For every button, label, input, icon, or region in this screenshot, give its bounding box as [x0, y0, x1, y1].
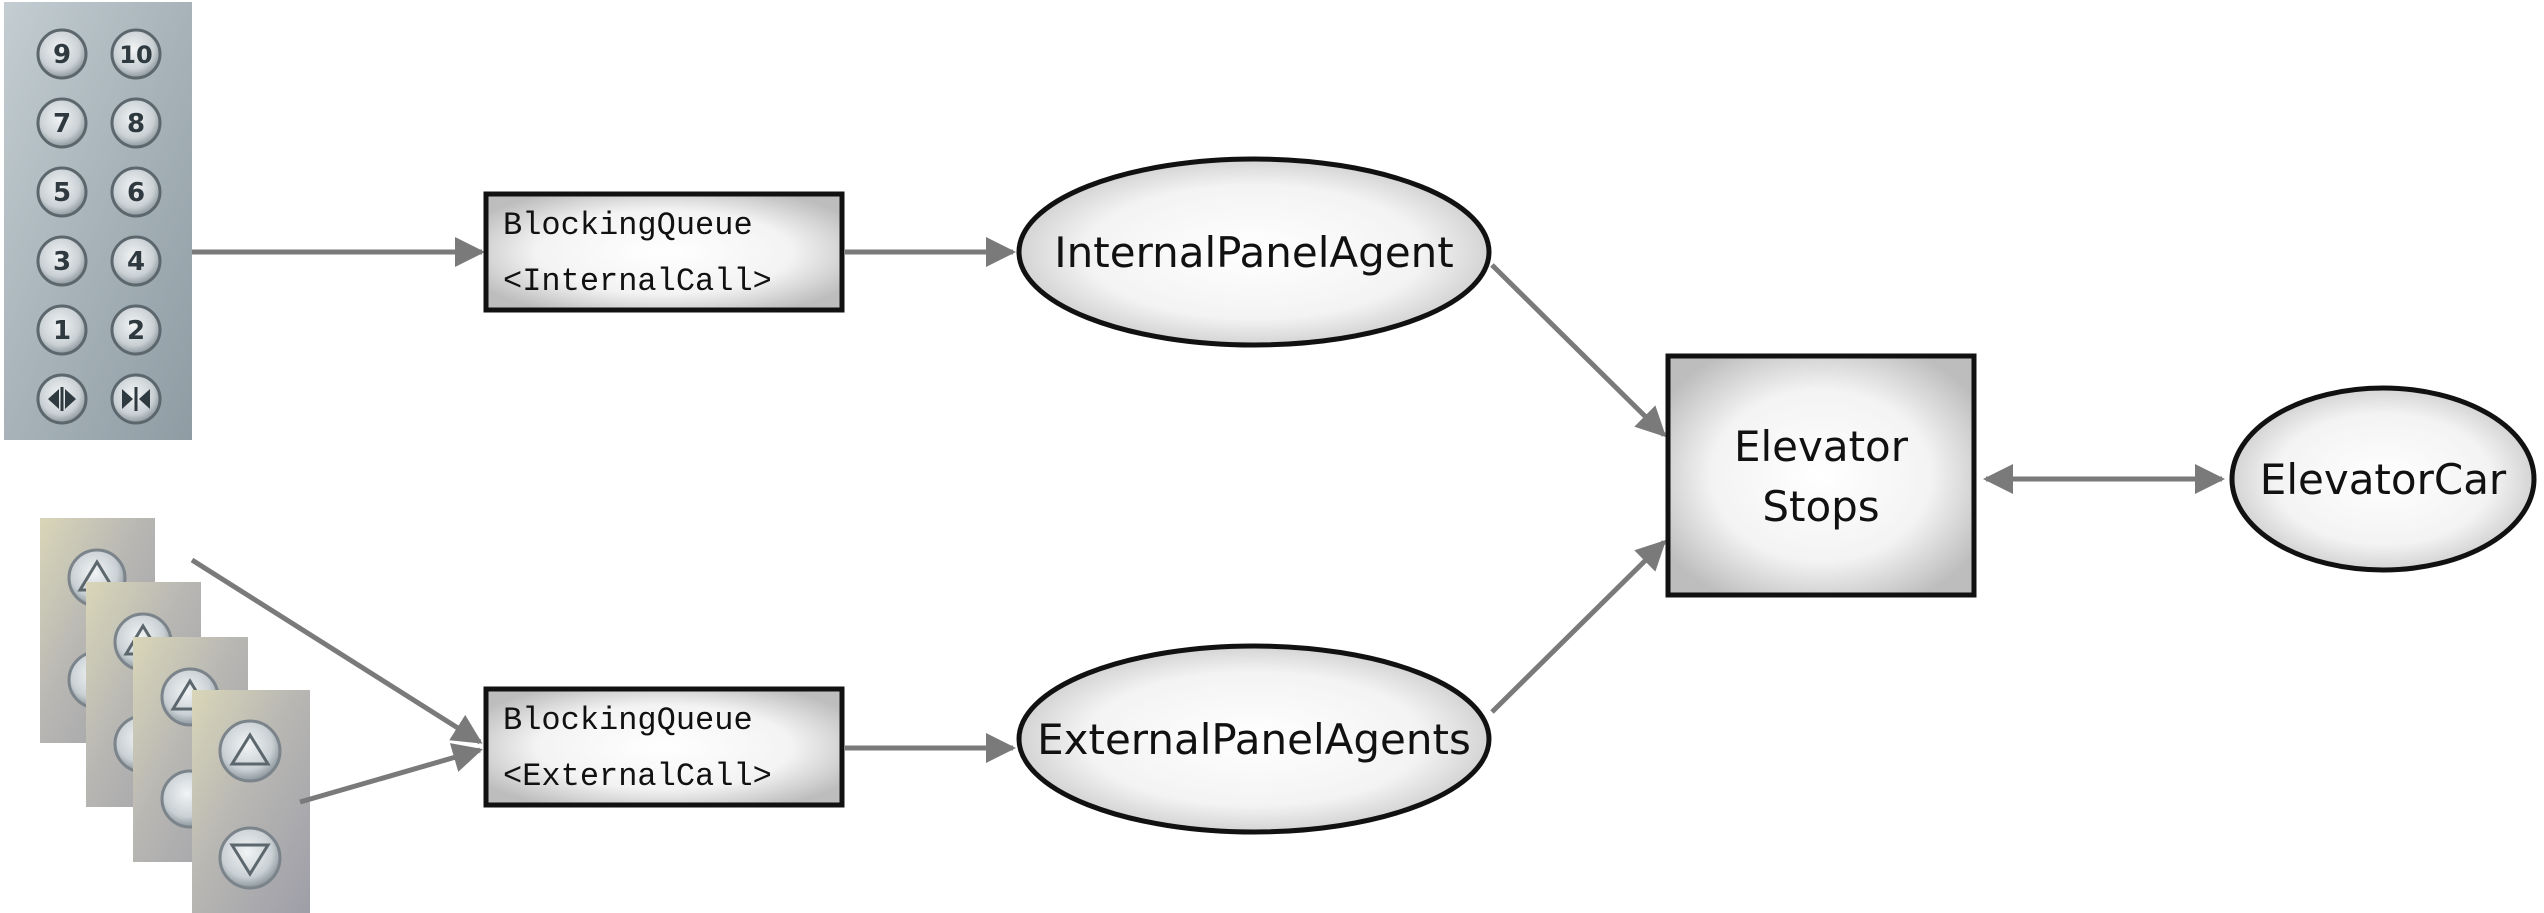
- internal-panel: 9 10 7 8 5 6 3 4: [4, 2, 192, 440]
- floor-button-9[interactable]: 9: [36, 28, 88, 80]
- internal-queue-line1: BlockingQueue: [503, 207, 753, 244]
- external-queue-node: BlockingQueue <ExternalCall>: [483, 686, 845, 808]
- floor-button-label: 5: [53, 178, 71, 208]
- internal-panel-plate: [4, 2, 192, 440]
- floor-button-6[interactable]: 6: [110, 166, 162, 218]
- door-open-button[interactable]: [36, 373, 88, 425]
- floor-button-label: 7: [53, 109, 71, 139]
- up-arrow-icon: [229, 732, 271, 766]
- floor-button-label: 3: [53, 247, 71, 277]
- floor-button-label: 1: [53, 316, 71, 346]
- floor-button-2[interactable]: 2: [110, 304, 162, 356]
- floor-button-label: 8: [127, 109, 145, 139]
- connectors: [190, 237, 2225, 805]
- internal-agent-label: InternalPanelAgent: [1054, 228, 1454, 277]
- door-close-icon: [122, 387, 150, 411]
- arrow-internal-agent-to-stops: [1490, 263, 1667, 438]
- elevator-car-node: ElevatorCar: [2229, 385, 2537, 573]
- down-arrow-icon: [229, 843, 271, 877]
- door-close-button[interactable]: [110, 373, 162, 425]
- external-queue-line1: BlockingQueue: [503, 702, 753, 739]
- floor-button-7[interactable]: 7: [36, 97, 88, 149]
- floor-button-label: 9: [53, 40, 71, 70]
- floor-button-10[interactable]: 10: [110, 28, 162, 80]
- floor-button-label: 6: [127, 178, 145, 208]
- floor-button-label: 4: [127, 247, 145, 277]
- external-panels: [40, 518, 310, 913]
- call-down-button[interactable]: [218, 826, 282, 890]
- arrow-external-panels-to-queue-upper: [190, 557, 483, 745]
- internal-agent-node: InternalPanelAgent: [1016, 156, 1492, 348]
- external-panel: [192, 690, 310, 913]
- floor-button-8[interactable]: 8: [110, 97, 162, 149]
- floor-button-label: 10: [119, 41, 152, 69]
- floor-button-4[interactable]: 4: [110, 235, 162, 287]
- arrow-external-panels-to-queue-lower: [299, 743, 483, 805]
- floor-button-3[interactable]: 3: [36, 235, 88, 287]
- floor-button-5[interactable]: 5: [36, 166, 88, 218]
- external-agents-node: ExternalPanelAgents: [1016, 643, 1492, 835]
- external-queue-line2: <ExternalCall>: [503, 758, 772, 795]
- internal-queue-line2: <InternalCall>: [503, 263, 772, 300]
- arrow-external-agents-to-stops: [1490, 539, 1667, 714]
- floor-button-1[interactable]: 1: [36, 304, 88, 356]
- call-up-button[interactable]: [218, 719, 282, 783]
- elevator-stops-line2: Stops: [1762, 482, 1879, 531]
- elevator-stops-node: Elevator Stops: [1665, 353, 1977, 598]
- floor-button-label: 2: [127, 316, 145, 346]
- external-agents-label: ExternalPanelAgents: [1037, 715, 1471, 764]
- elevator-stops-line1: Elevator: [1734, 422, 1909, 471]
- internal-queue-node: BlockingQueue <InternalCall>: [483, 191, 845, 313]
- door-open-icon: [48, 387, 76, 411]
- elevator-car-label: ElevatorCar: [2260, 455, 2507, 504]
